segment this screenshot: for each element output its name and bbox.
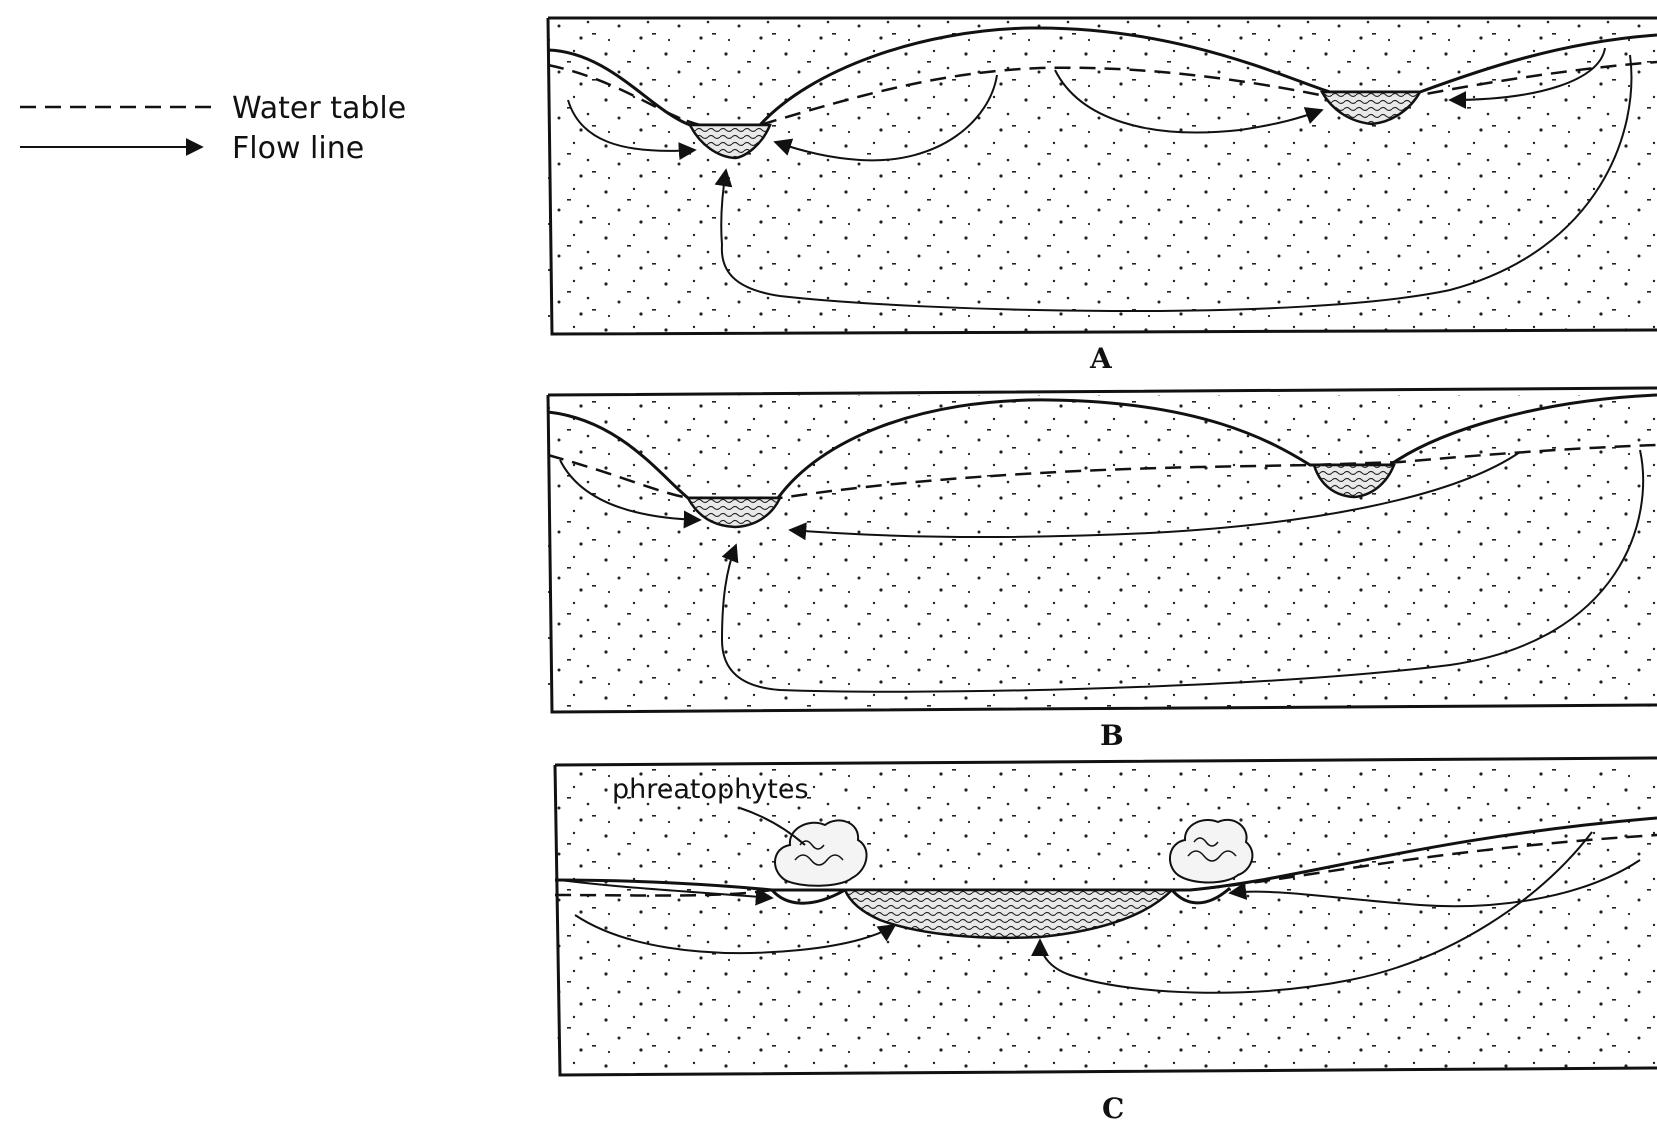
- panel-label-c: C: [1102, 1092, 1124, 1125]
- panel-label-a: A: [1089, 342, 1113, 375]
- aquifer-fill: [548, 18, 1657, 334]
- flow-line-legend-label: Flow line: [232, 131, 364, 166]
- aquifer-fill: [548, 395, 1657, 710]
- phreatophytes-label: phreatophytes: [612, 774, 809, 805]
- panel-b: B: [548, 388, 1657, 752]
- panel-label-b: B: [1100, 719, 1124, 752]
- panel-c: phreatophytes C: [555, 758, 1657, 1125]
- legend: Water table Flow line: [20, 91, 406, 166]
- panel-a: A: [548, 18, 1657, 375]
- water-table-legend-label: Water table: [232, 91, 406, 126]
